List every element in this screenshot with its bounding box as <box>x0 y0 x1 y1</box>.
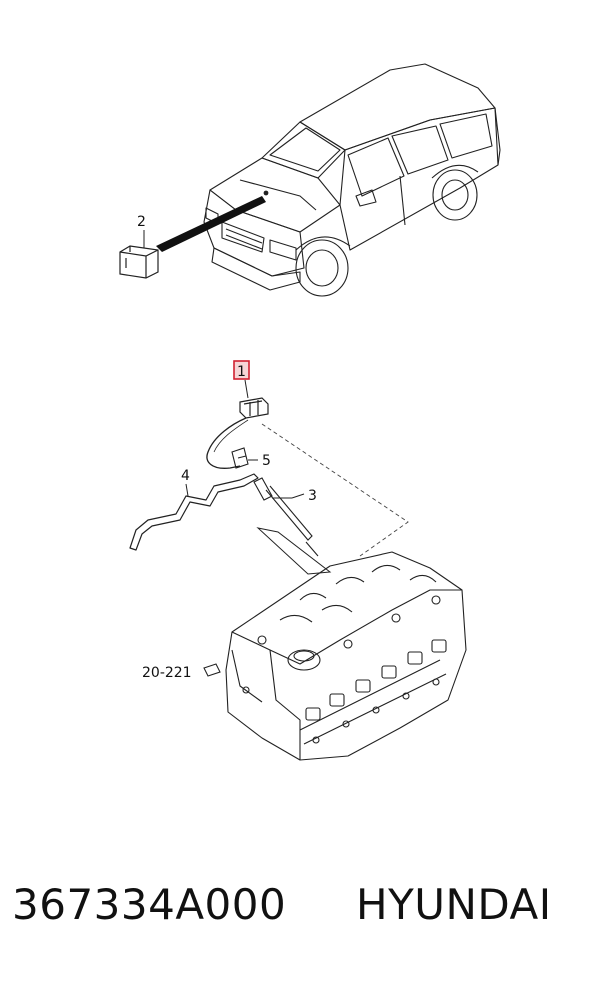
harness-connector <box>239 397 269 419</box>
callout-2: 2 <box>137 214 146 230</box>
clip-part-5 <box>231 447 249 469</box>
callout-3: 3 <box>308 488 317 504</box>
brand-name: HYUNDAI <box>356 880 552 929</box>
bracket-part-4 <box>129 473 259 551</box>
callout-5: 5 <box>262 453 271 469</box>
leader-line-1 <box>244 379 249 399</box>
harness-cable <box>206 417 247 469</box>
sensor-part-3 <box>253 477 319 557</box>
vehicle-illustration <box>203 63 501 297</box>
footer-caption: 367334A000 HYUNDAI <box>0 872 600 952</box>
engine-cylinder-head <box>225 551 467 761</box>
callout-20-221: 20-221 <box>142 665 192 681</box>
callout-1: 1 <box>237 364 246 380</box>
location-marker <box>263 190 269 196</box>
highlight-box <box>233 360 250 380</box>
guide-frame <box>261 423 409 557</box>
plug-part-20-221 <box>203 663 221 677</box>
relay-part-2 <box>119 245 159 279</box>
callout-4: 4 <box>181 468 190 484</box>
part-number: 367334A000 <box>12 880 287 929</box>
mount-plate <box>256 527 332 575</box>
leader-wedge <box>156 196 266 252</box>
